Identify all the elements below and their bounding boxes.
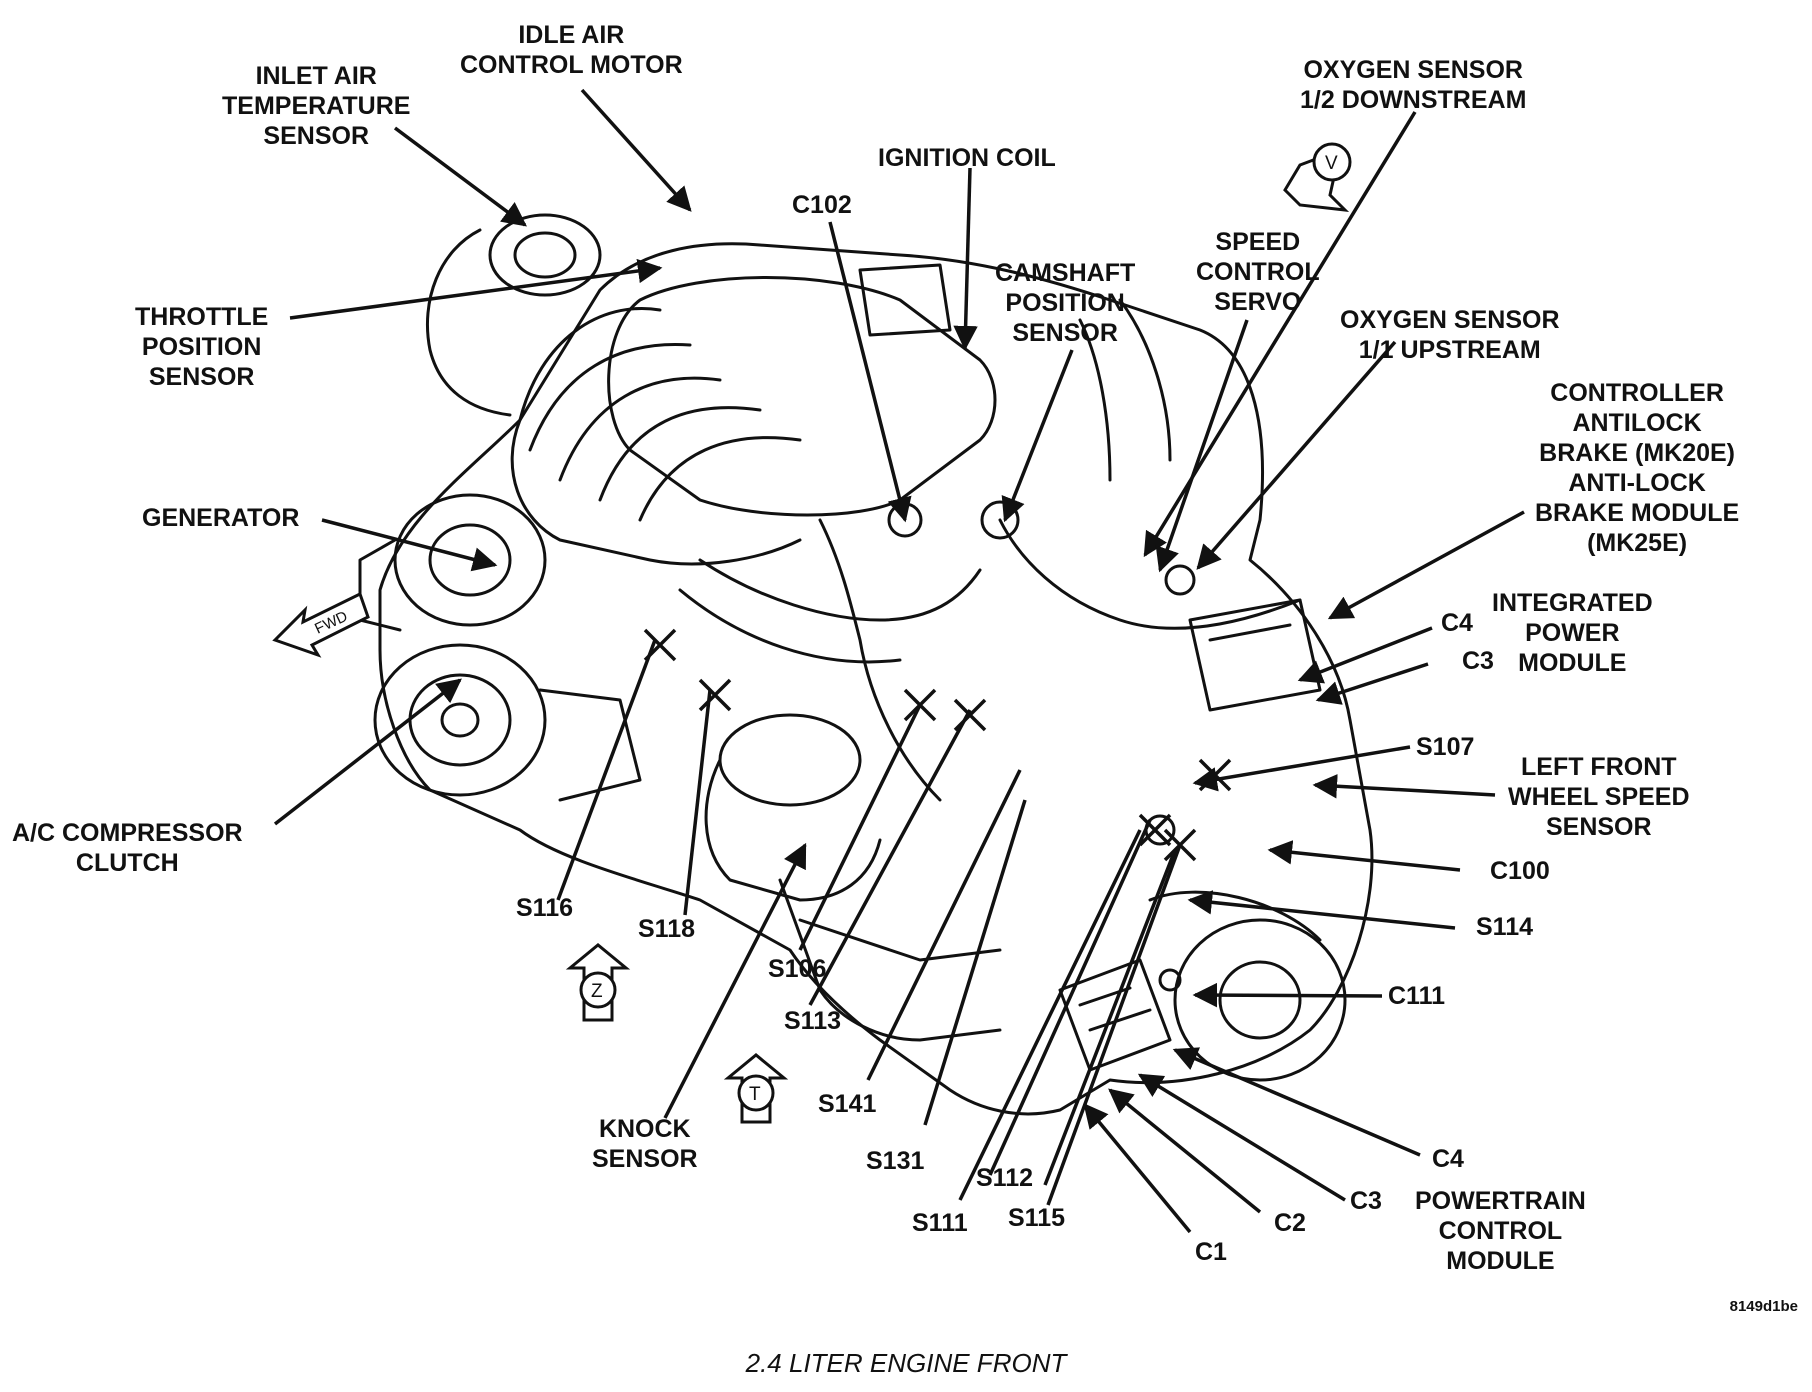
label-oxygen-sensor-downstream: OXYGEN SENSOR 1/2 DOWNSTREAM — [1300, 56, 1527, 114]
view-v-label: V — [1325, 153, 1338, 174]
label-s112: S112 — [976, 1164, 1034, 1192]
splice-lines — [556, 639, 1182, 1206]
view-t-label: T — [749, 1084, 761, 1105]
label-left-front-wheel-speed-sensor: LEFT FRONT WHEEL SPEED SENSOR — [1508, 753, 1690, 841]
label-speed-control-servo: SPEED CONTROL SERVO — [1196, 228, 1320, 316]
view-t-marker: T — [723, 1053, 789, 1124]
label-s106: S106 — [768, 955, 827, 983]
label-c100: C100 — [1490, 857, 1550, 885]
splice-x-marks — [643, 628, 1232, 862]
label-s116: S116 — [516, 894, 574, 922]
label-camshaft-position-sensor: CAMSHAFT POSITION SENSOR — [995, 259, 1136, 347]
label-throttle-position-sensor: THROTTLE POSITION SENSOR — [135, 303, 269, 391]
label-s131: S131 — [866, 1147, 925, 1175]
label-c2-pcm: C2 — [1274, 1209, 1306, 1237]
label-s114: S114 — [1476, 913, 1534, 941]
label-generator: GENERATOR — [142, 504, 300, 532]
view-z-marker: Z — [565, 943, 631, 1022]
view-z-label: Z — [591, 981, 603, 1002]
label-s111: S111 — [912, 1209, 968, 1237]
label-c102: C102 — [792, 191, 852, 219]
label-s141: S141 — [818, 1090, 877, 1118]
view-v-marker: V — [1283, 142, 1352, 212]
label-c1-pcm: C1 — [1195, 1238, 1227, 1266]
label-c3-pcm: C3 — [1350, 1187, 1382, 1215]
label-powertrain-control-module: POWERTRAIN CONTROL MODULE — [1415, 1187, 1586, 1275]
label-s107: S107 — [1416, 733, 1475, 761]
figure-caption: 2.4 LITER ENGINE FRONT — [745, 1348, 1067, 1378]
label-c3-ipm: C3 — [1462, 647, 1494, 675]
label-knock-sensor: KNOCK SENSOR — [592, 1115, 698, 1173]
fwd-arrow-icon: FWD — [272, 591, 370, 658]
label-controller-antilock-brake: CONTROLLER ANTILOCK BRAKE (MK20E) ANTI-L… — [1535, 379, 1740, 557]
engine-illustration — [358, 213, 1374, 1116]
label-c4-ipm: C4 — [1441, 609, 1473, 637]
label-s113: S113 — [784, 1007, 842, 1035]
label-ignition-coil: IGNITION COIL — [878, 144, 1056, 172]
label-ac-compressor-clutch: A/C COMPRESSOR CLUTCH — [12, 819, 243, 877]
label-c4-pcm: C4 — [1432, 1145, 1464, 1173]
label-inlet-air-temperature-sensor: INLET AIR TEMPERATURE SENSOR — [222, 62, 411, 150]
label-s118: S118 — [638, 915, 696, 943]
label-s115: S115 — [1008, 1204, 1066, 1232]
label-c111: C111 — [1388, 982, 1446, 1010]
label-idle-air-control-motor: IDLE AIR CONTROL MOTOR — [460, 21, 683, 79]
label-oxygen-sensor-upstream: OXYGEN SENSOR 1/1 UPSTREAM — [1340, 306, 1560, 364]
label-integrated-power-module: INTEGRATED POWER MODULE — [1492, 589, 1653, 677]
figure-code: 8149d1be — [1729, 1298, 1798, 1315]
leader-lines — [273, 88, 1525, 1234]
